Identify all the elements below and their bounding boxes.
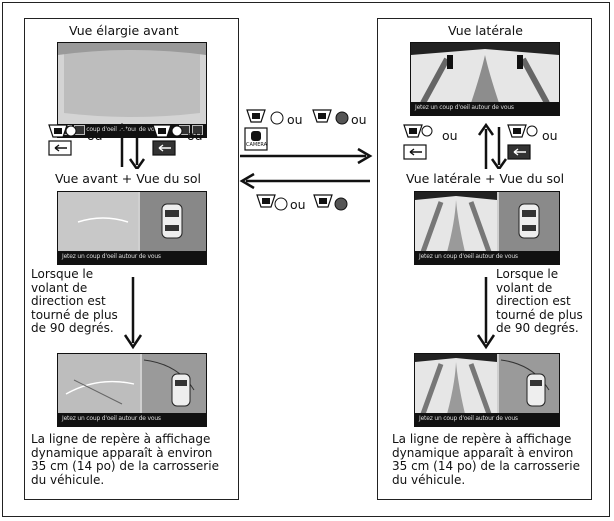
left-title: Vue élargie avant bbox=[69, 23, 179, 38]
view-toggle-icon bbox=[403, 144, 427, 160]
settings-icon bbox=[192, 125, 203, 135]
screen-bar: Jetez un coup d'oeil autour de vous bbox=[415, 413, 559, 426]
top-view-car-icon bbox=[518, 203, 540, 239]
left-panel: Vue élargie avant Jetez un coup d'oeil a… bbox=[24, 18, 239, 500]
left-front-ground-screen: Jetez un coup d'oeil autour de vous bbox=[57, 191, 207, 265]
side-view-image bbox=[411, 43, 559, 105]
steering-switch-icon bbox=[312, 109, 349, 125]
arrow-down-icon bbox=[476, 277, 496, 350]
or-label: ou bbox=[542, 128, 558, 143]
screen-bar: Jetez un coup d'oeil autour de vous bbox=[415, 251, 559, 264]
left-steering-note: Lorsque le volant de direction est tourn… bbox=[31, 267, 118, 335]
screen-bar: Jetez un coup d'oeil autour de vous bbox=[58, 251, 206, 264]
or-label: ou bbox=[442, 128, 458, 143]
view-toggle-icon bbox=[507, 144, 531, 160]
arrow-right-icon bbox=[240, 147, 373, 165]
diagram-frame bbox=[2, 2, 610, 517]
left-switch-icons bbox=[48, 122, 183, 169]
top-view-car-icon bbox=[171, 373, 191, 407]
arrow-down-icon bbox=[123, 277, 143, 350]
arrow-up-icon bbox=[477, 122, 495, 169]
top-view-car-icon bbox=[526, 373, 546, 407]
or-label: ou bbox=[287, 112, 303, 127]
or-label: ou bbox=[187, 128, 203, 143]
steering-switch-icon bbox=[403, 124, 433, 138]
screen-message: Jetez un coup d'oeil autour de vous bbox=[415, 104, 514, 111]
arrow-up-icon bbox=[113, 122, 131, 167]
or-label: ou bbox=[351, 112, 367, 127]
screen-message: Jetez un coup d'oeil autour de vous bbox=[62, 126, 161, 133]
steering-switch-icon bbox=[256, 194, 288, 211]
wide-front-view-image bbox=[58, 43, 206, 117]
right-panel: Vue latérale Jetez un coup d'oeil autour… bbox=[377, 18, 592, 500]
or-label: ou bbox=[87, 128, 103, 143]
right-middle-label: Vue latérale + Vue du sol bbox=[406, 171, 565, 186]
screen-message: Jetez un coup d'oeil autour de vous bbox=[62, 253, 161, 260]
screen-message: Jetez un coup d'oeil autour de vous bbox=[419, 253, 518, 260]
left-guideline-note: La ligne de repère à affichage dynamique… bbox=[31, 432, 219, 487]
camera-label: CAMERA bbox=[246, 142, 268, 148]
steering-switch-icon bbox=[152, 124, 183, 138]
side-ground-view-image bbox=[415, 192, 559, 253]
right-side-ground-screen: Jetez un coup d'oeil autour de vous bbox=[414, 191, 560, 265]
view-toggle-icon bbox=[48, 140, 72, 156]
screen-bar: Jetez un coup d'oeil autour de vous bbox=[411, 102, 559, 115]
left-wide-front-screen: Jetez un coup d'oeil autour de vous bbox=[57, 42, 207, 138]
arrow-down-icon bbox=[128, 127, 146, 169]
steering-switch-icon bbox=[246, 109, 284, 125]
left-guideline-screen: Jetez un coup d'oeil autour de vous bbox=[57, 353, 207, 427]
side-guideline-view-image bbox=[415, 354, 559, 415]
steering-switch-icon bbox=[313, 194, 348, 211]
screen-message: Jetez un coup d'oeil autour de vous bbox=[62, 415, 161, 422]
guideline-view-image bbox=[58, 354, 206, 414]
right-title: Vue latérale bbox=[448, 23, 523, 38]
right-steering-note: Lorsque le volant de direction est tourn… bbox=[496, 267, 583, 335]
screen-bar: Jetez un coup d'oeil autour de vous bbox=[58, 413, 206, 426]
right-guideline-note: La ligne de repère à affichage dynamique… bbox=[392, 432, 580, 487]
right-switch-icons bbox=[403, 122, 538, 169]
or-label: ou bbox=[290, 197, 306, 212]
right-guideline-screen: Jetez un coup d'oeil autour de vous bbox=[414, 353, 560, 427]
screen-message: Jetez un coup d'oeil autour de vous bbox=[419, 415, 518, 422]
steering-switch-icon bbox=[507, 124, 538, 138]
arrow-down-icon bbox=[490, 127, 508, 169]
right-side-screen: Jetez un coup d'oeil autour de vous bbox=[410, 42, 560, 116]
top-view-car-icon bbox=[161, 203, 183, 239]
steering-switch-icon bbox=[48, 124, 77, 138]
camera-button-icon bbox=[244, 127, 268, 151]
view-toggle-icon bbox=[152, 140, 176, 156]
arrow-left-icon bbox=[239, 172, 370, 190]
front-ground-view-image bbox=[58, 192, 206, 252]
left-middle-label: Vue avant + Vue du sol bbox=[55, 171, 202, 186]
